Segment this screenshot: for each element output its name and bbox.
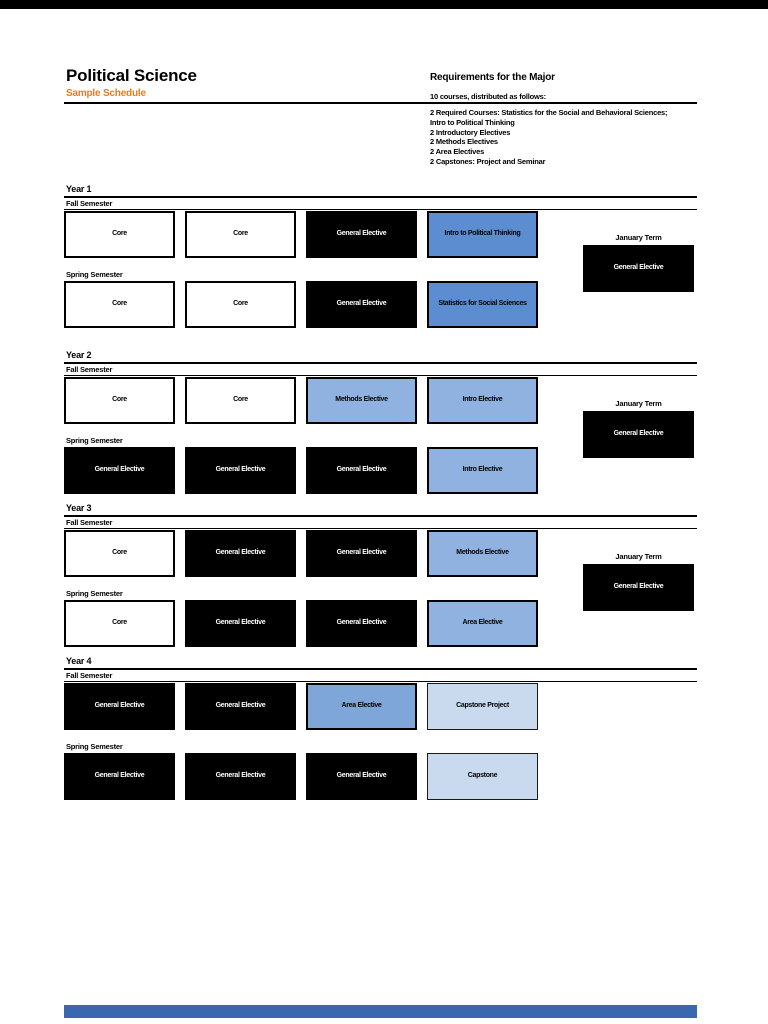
course-box: General Elective bbox=[306, 753, 417, 800]
january-term-label: January Term bbox=[615, 233, 662, 242]
january-term: January Term General Elective bbox=[583, 552, 694, 611]
spring-row: Core Core General Elective Statistics fo… bbox=[64, 281, 697, 328]
year-label: Year 4 bbox=[66, 656, 92, 666]
course-box: Intro to Political Thinking bbox=[427, 211, 538, 258]
course-box: General Elective bbox=[64, 447, 175, 494]
course-box: General Elective bbox=[185, 753, 296, 800]
course-box: General Elective bbox=[306, 281, 417, 328]
requirement-item: 2 Required Courses: Statistics for the S… bbox=[430, 108, 668, 117]
course-box: General Elective bbox=[64, 753, 175, 800]
requirements-intro: 10 courses, distributed as follows: bbox=[430, 92, 546, 101]
spring-semester-label: Spring Semester bbox=[66, 436, 123, 445]
fall-divider bbox=[64, 209, 697, 210]
fall-divider bbox=[64, 528, 697, 529]
course-box: Methods Elective bbox=[427, 530, 538, 577]
requirement-item: 2 Area Electives bbox=[430, 147, 485, 157]
course-box: General Elective bbox=[185, 530, 296, 577]
course-box: Core bbox=[64, 600, 175, 647]
requirement-item: Intro to Political Thinking bbox=[430, 117, 515, 127]
year-divider bbox=[64, 668, 697, 670]
course-box: Core bbox=[64, 211, 175, 258]
course-box: General Elective bbox=[185, 447, 296, 494]
fall-row: Core General Elective General Elective M… bbox=[64, 530, 697, 577]
spring-row: General Elective General Elective Genera… bbox=[64, 753, 697, 800]
year-label: Year 3 bbox=[66, 503, 92, 513]
year-3-section: Year 3 Fall Semester Core General Electi… bbox=[64, 502, 697, 647]
spring-semester-label: Spring Semester bbox=[66, 589, 123, 598]
spring-row: General Elective General Elective Genera… bbox=[64, 447, 697, 494]
course-box: Core bbox=[185, 281, 296, 328]
requirement-item: 2 Methods Electives bbox=[430, 137, 498, 147]
fall-divider bbox=[64, 375, 697, 376]
course-box: General Elective bbox=[306, 530, 417, 577]
course-box: General Elective bbox=[185, 600, 296, 647]
course-box: General Elective bbox=[306, 600, 417, 647]
fall-row: Core Core General Elective Intro to Poli… bbox=[64, 211, 697, 258]
requirements-list: 2 Required Courses: Statistics for the S… bbox=[430, 108, 700, 167]
requirements-heading: Requirements for the Major bbox=[430, 72, 555, 83]
fall-row: Core Core Methods Elective Intro Electiv… bbox=[64, 377, 697, 424]
year-2-section: Year 2 Fall Semester Core Core Methods E… bbox=[64, 349, 697, 494]
course-box: General Elective bbox=[185, 683, 296, 730]
course-box: General Elective bbox=[583, 411, 694, 458]
course-box: Capstone bbox=[427, 753, 538, 800]
year-4-section: Year 4 Fall Semester General Elective Ge… bbox=[64, 655, 697, 800]
spring-semester-label: Spring Semester bbox=[66, 270, 123, 279]
course-box: Intro Elective bbox=[427, 377, 538, 424]
fall-semester-label: Fall Semester bbox=[66, 365, 113, 374]
course-box: General Elective bbox=[64, 683, 175, 730]
spring-row: Core General Elective General Elective A… bbox=[64, 600, 697, 647]
year-label: Year 2 bbox=[66, 350, 92, 360]
course-box: General Elective bbox=[306, 447, 417, 494]
title-divider bbox=[64, 102, 697, 104]
requirements-panel: Requirements for the Major 10 courses, d… bbox=[430, 71, 700, 167]
footer-bar bbox=[64, 1005, 697, 1018]
course-box: General Elective bbox=[583, 245, 694, 292]
fall-semester-label: Fall Semester bbox=[66, 199, 113, 208]
top-bar bbox=[0, 0, 768, 9]
fall-divider bbox=[64, 681, 697, 682]
year-1-section: Year 1 Fall Semester Core Core General E… bbox=[64, 183, 697, 328]
year-divider bbox=[64, 362, 697, 364]
year-label: Year 1 bbox=[66, 184, 92, 194]
fall-semester-label: Fall Semester bbox=[66, 671, 113, 680]
january-term: January Term General Elective bbox=[583, 399, 694, 458]
january-term: January Term General Elective bbox=[583, 233, 694, 292]
year-divider bbox=[64, 515, 697, 517]
course-box: General Elective bbox=[583, 564, 694, 611]
schedule: Year 1 Fall Semester Core Core General E… bbox=[64, 183, 697, 800]
page-content: Political Science Sample Schedule Requir… bbox=[64, 66, 700, 800]
course-box: Core bbox=[64, 530, 175, 577]
course-box: General Elective bbox=[306, 211, 417, 258]
spring-semester-label: Spring Semester bbox=[66, 742, 123, 751]
january-term-label: January Term bbox=[615, 552, 662, 561]
requirement-item: 2 Introductory Electives bbox=[430, 127, 511, 137]
course-box: Core bbox=[64, 281, 175, 328]
requirement-item: 2 Capstones: Project and Seminar bbox=[430, 156, 546, 166]
course-box: Capstone Project bbox=[427, 683, 538, 730]
year-divider bbox=[64, 196, 697, 198]
course-box: Methods Elective bbox=[306, 377, 417, 424]
fall-row: General Elective General Elective Area E… bbox=[64, 683, 697, 730]
course-box: Core bbox=[185, 211, 296, 258]
course-box: Area Elective bbox=[427, 600, 538, 647]
course-box: Core bbox=[64, 377, 175, 424]
course-box: Statistics for Social Sciences bbox=[427, 281, 538, 328]
course-box: Core bbox=[185, 377, 296, 424]
page-title: Political Science bbox=[66, 66, 197, 85]
course-box: Intro Elective bbox=[427, 447, 538, 494]
page-subtitle: Sample Schedule bbox=[66, 88, 146, 99]
course-box: Area Elective bbox=[306, 683, 417, 730]
fall-semester-label: Fall Semester bbox=[66, 518, 113, 527]
january-term-label: January Term bbox=[615, 399, 662, 408]
